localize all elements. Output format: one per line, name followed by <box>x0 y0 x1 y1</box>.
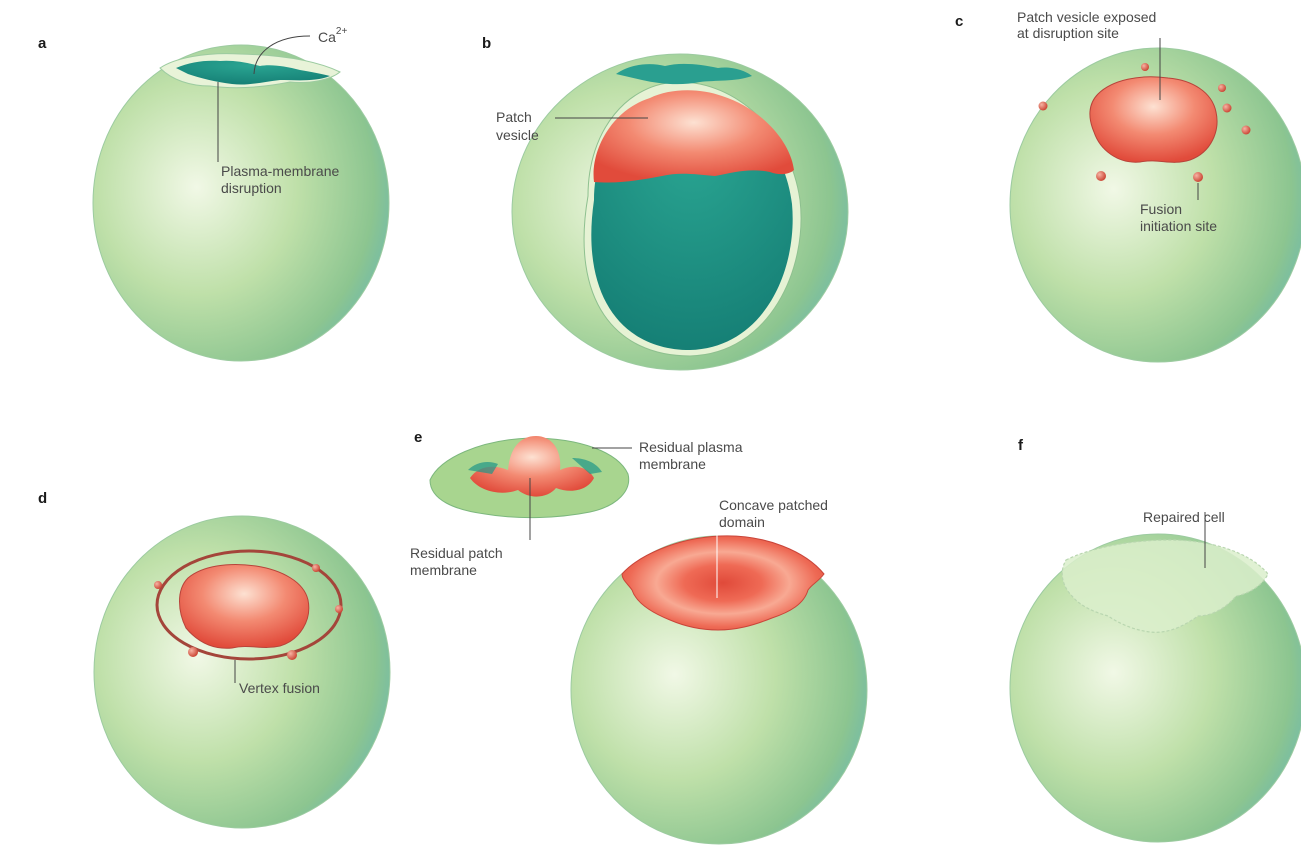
repaired-label: Repaired cell <box>1143 509 1225 525</box>
fusion-dot <box>1242 126 1251 135</box>
fusion-dot <box>1218 84 1226 92</box>
fusion-dot <box>1193 172 1203 182</box>
panel-c-label: c <box>955 13 963 30</box>
fusion-dot <box>1096 171 1106 181</box>
panel-d-label: d <box>38 490 47 507</box>
panel-f: f Repaired cell <box>1010 437 1301 842</box>
panel-a-label: a <box>38 35 47 52</box>
fusion-label-2: initiation site <box>1140 218 1217 234</box>
vertex-dot <box>188 647 198 657</box>
panel-c: c Patch vesicle exposed at disruption si… <box>955 9 1301 362</box>
residual-patch-label-2: membrane <box>410 562 477 578</box>
cell-d <box>94 516 390 828</box>
residual-pm-label-2: membrane <box>639 456 706 472</box>
ca-label: Ca2+ <box>318 26 347 45</box>
patch-label-1: Patch <box>496 109 532 125</box>
panel-b: b Patch vesicle <box>482 35 848 370</box>
fusion-dot <box>1223 104 1232 113</box>
panel-d: d Vertex fusion <box>38 490 390 828</box>
concave-label-2: domain <box>719 514 765 530</box>
fusion-label-1: Fusion <box>1140 201 1182 217</box>
concave-label-1: Concave patched <box>719 497 828 513</box>
residual-pm-label-1: Residual plasma <box>639 439 743 455</box>
panel-e-label: e <box>414 429 422 446</box>
panel-f-label: f <box>1018 437 1024 454</box>
panel-e: e Residual plasma membrane Residual patc… <box>410 429 867 844</box>
vertex-dot <box>312 564 320 572</box>
cell-a <box>93 45 389 361</box>
patch-label-2: vesicle <box>496 127 539 143</box>
vertex-dot <box>154 581 162 589</box>
vertex-dot <box>335 605 343 613</box>
disruption-label-2: disruption <box>221 180 282 196</box>
fusion-dot <box>1039 102 1048 111</box>
vertex-dot <box>287 650 297 660</box>
vertex-label: Vertex fusion <box>239 680 320 696</box>
exposed-label-2: at disruption site <box>1017 25 1119 41</box>
residual-patch-label-1: Residual patch <box>410 545 503 561</box>
panel-a: a Ca2+ Plasma-membrane disruption <box>38 26 389 361</box>
patch-d <box>180 565 309 649</box>
exposed-label-1: Patch vesicle exposed <box>1017 9 1156 25</box>
panel-b-label: b <box>482 35 491 52</box>
disruption-label-1: Plasma-membrane <box>221 163 339 179</box>
fusion-dot <box>1141 63 1149 71</box>
patch-exposed <box>1090 77 1217 163</box>
